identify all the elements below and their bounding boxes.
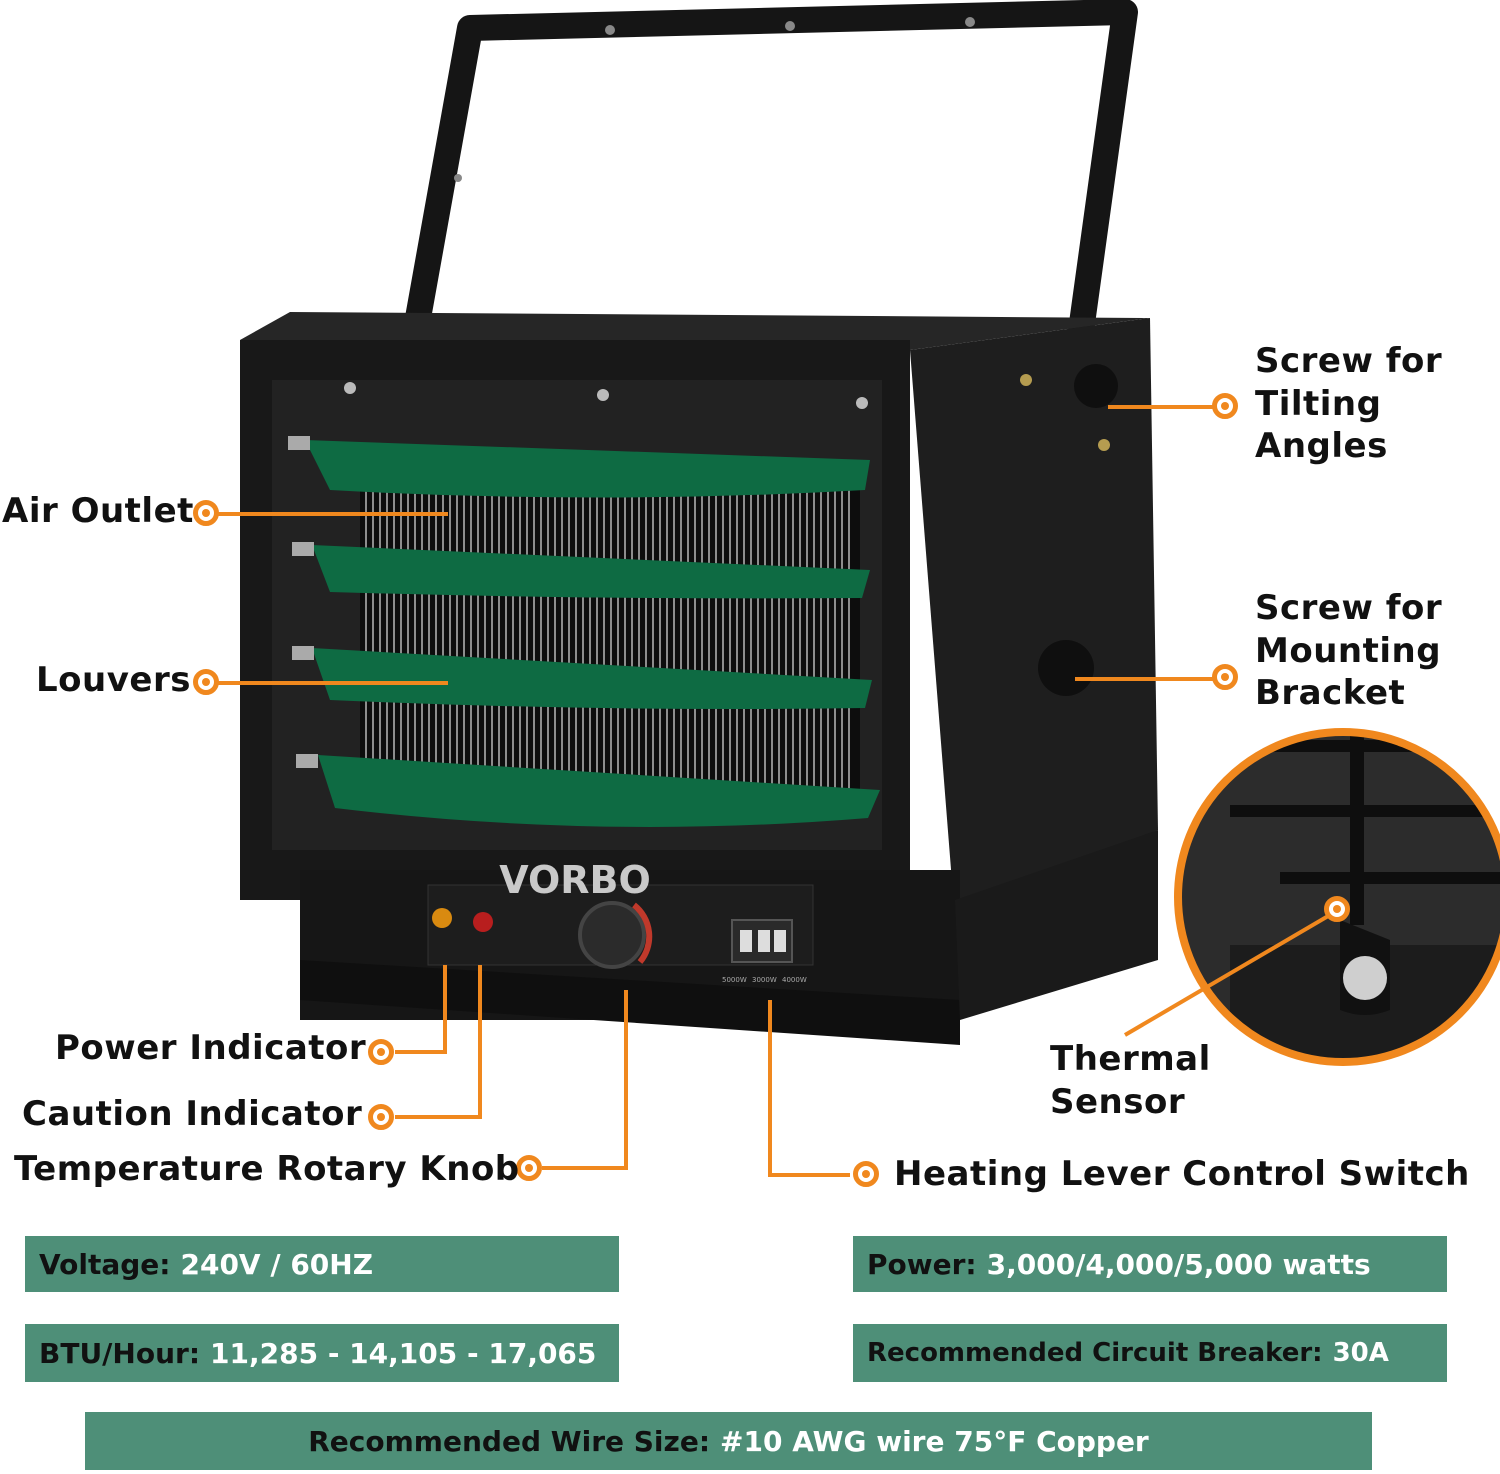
heater-illustration: VORBO 5000W 3000W 4000W: [218, 0, 1500, 1177]
louvers-group: [288, 436, 880, 827]
switch-label-1: 5000W: [722, 976, 747, 984]
btu-label: BTU/Hour:: [39, 1336, 201, 1370]
screw-tilting-line-1: Screw for: [1255, 341, 1443, 381]
screw-mounting-line-3: Bracket: [1255, 673, 1406, 713]
wire-spec: Recommended Wire Size: #10 AWG wire 75°F…: [85, 1412, 1372, 1470]
thermal-sensor-marker: [1324, 896, 1350, 922]
cabinet-side: [910, 318, 1158, 920]
power-indicator-marker: [368, 1039, 394, 1065]
screw-tilting-line-3: Angles: [1255, 426, 1388, 466]
voltage-spec: Voltage: 240V / 60HZ: [25, 1236, 619, 1292]
wire-value: #10 AWG wire 75°F Copper: [720, 1424, 1149, 1458]
switch-label-2: 3000W: [752, 976, 777, 984]
caution-indicator-marker: [368, 1104, 394, 1130]
btu-spec: BTU/Hour: 11,285 - 14,105 - 17,065: [25, 1324, 619, 1382]
temperature-knob-label: Temperature Rotary Knob: [14, 1149, 520, 1189]
power-indicator-label: Power Indicator: [55, 1028, 367, 1068]
screw-mounting-line-1: Screw for: [1255, 588, 1443, 628]
tilt-screw: [1074, 364, 1118, 408]
voltage-label: Voltage:: [39, 1247, 171, 1281]
mount-screw-marker: [1212, 664, 1238, 690]
breaker-label: Recommended Circuit Breaker:: [867, 1338, 1323, 1368]
screw-tilting-label: Screw for Tilting Angles: [1255, 340, 1442, 468]
thermal-sensor-line-2: Sensor: [1050, 1081, 1186, 1122]
power-value: 3,000/4,000/5,000 watts: [986, 1247, 1371, 1281]
caution-indicator-label: Caution Indicator: [22, 1094, 363, 1134]
temperature-knob-marker: [516, 1155, 542, 1181]
heating-switch-marker: [853, 1161, 879, 1187]
louvers-marker: [193, 669, 219, 695]
louver: [305, 440, 870, 498]
screw-mounting-label: Screw for Mounting Bracket: [1255, 587, 1442, 715]
power-spec: Power: 3,000/4,000/5,000 watts: [853, 1236, 1447, 1292]
btu-value: 11,285 - 14,105 - 17,065: [210, 1336, 597, 1370]
caution-indicator-light: [473, 912, 493, 932]
louver: [318, 755, 880, 827]
heating-switch-label: Heating Lever Control Switch: [894, 1154, 1470, 1194]
tilt-screw-marker: [1212, 393, 1238, 419]
breaker-value: 30A: [1332, 1338, 1389, 1368]
breaker-spec: Recommended Circuit Breaker: 30A: [853, 1324, 1447, 1382]
wire-label: Recommended Wire Size:: [308, 1424, 711, 1458]
switch-label-3: 4000W: [782, 976, 807, 984]
louver: [312, 648, 872, 709]
air-outlet-label: Air Outlet: [2, 491, 194, 531]
mount-screw: [1038, 640, 1094, 696]
power-label: Power:: [867, 1247, 977, 1281]
screw-tilting-line-2: Tilting: [1255, 383, 1382, 424]
louvers-label: Louvers: [36, 660, 191, 700]
thermal-sensor-line-1: Thermal: [1050, 1039, 1211, 1079]
louver: [312, 545, 870, 599]
power-indicator-light: [432, 908, 452, 928]
air-outlet-marker: [193, 500, 219, 526]
screw-mounting-line-2: Mounting: [1255, 630, 1442, 671]
voltage-value: 240V / 60HZ: [180, 1247, 374, 1281]
temperature-knob[interactable]: [578, 901, 646, 969]
brand-logo: VORBO: [499, 858, 651, 902]
thermal-sensor-label: Thermal Sensor: [1050, 1038, 1211, 1123]
